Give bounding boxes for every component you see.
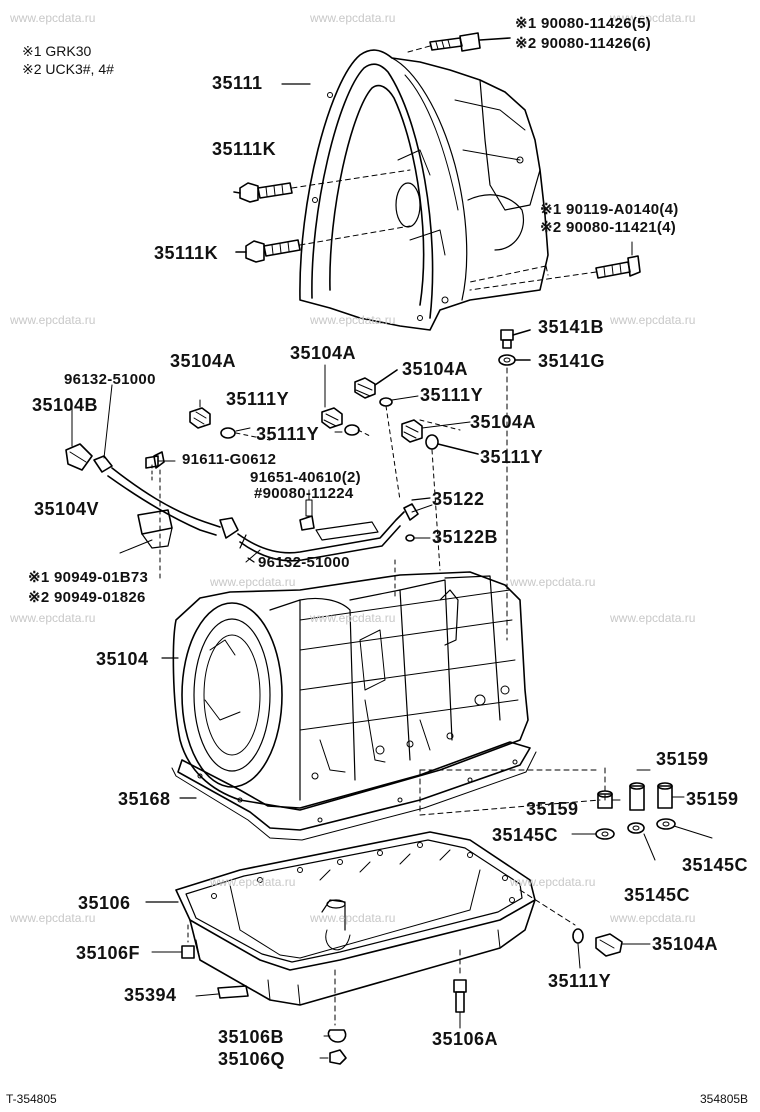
transmission-case-drawing: [172, 571, 529, 811]
part-label[interactable]: 35111Y: [548, 971, 612, 991]
part-label[interactable]: 35111: [212, 73, 263, 93]
part-label[interactable]: 35145C: [682, 855, 749, 875]
bolt-note: ※2 90949-01826: [28, 589, 146, 606]
part-label[interactable]: 35168: [118, 789, 171, 809]
watermark: www.epcdata.ru: [10, 911, 96, 925]
part-label[interactable]: 91611-G0612: [182, 451, 277, 468]
part-label[interactable]: 35104A: [290, 343, 357, 363]
part-label[interactable]: 35122: [432, 489, 485, 509]
watermark: www.epcdata.ru: [210, 575, 296, 589]
figure-id-left: T-354805: [6, 1092, 57, 1106]
watermark: www.epcdata.ru: [310, 11, 396, 25]
part-label[interactable]: 35104V: [34, 499, 100, 519]
part-label[interactable]: 35111Y: [226, 389, 290, 409]
part-label[interactable]: 35104A: [470, 412, 537, 432]
part-label[interactable]: 35111Y: [420, 385, 484, 405]
watermark: www.epcdata.ru: [610, 611, 696, 625]
part-label[interactable]: 35111K: [212, 139, 277, 159]
part-label[interactable]: 35145C: [492, 825, 559, 845]
top-bolt-drawing: [407, 32, 511, 53]
bolt-note: ※1 90949-01B73: [28, 569, 149, 586]
plugs-and-orings-drawing: [189, 364, 479, 571]
accumulator-parts-drawing: [571, 769, 713, 861]
part-label[interactable]: 35106B: [218, 1027, 285, 1047]
watermark: www.epcdata.ru: [610, 313, 696, 327]
legend-row: ※2 UCK3#, 4#: [22, 62, 114, 76]
part-label[interactable]: 35111Y: [256, 424, 320, 444]
legend-row: ※1 GRK30: [22, 44, 91, 58]
part-label[interactable]: 35111Y: [480, 447, 544, 467]
part-label[interactable]: 35106A: [432, 1029, 499, 1049]
leader-lines: [145, 83, 431, 903]
breather-plug-drawing: [498, 329, 531, 641]
watermark: www.epcdata.ru: [210, 875, 296, 889]
legend-mark: ※2: [22, 61, 42, 77]
part-label[interactable]: 35104B: [32, 395, 99, 415]
bolt-note: ※1 90119-A0140(4): [540, 201, 679, 218]
part-label[interactable]: 35106F: [76, 943, 141, 963]
cooler-pipe-drawing: [65, 384, 433, 601]
part-label[interactable]: 35104: [96, 649, 149, 669]
part-label[interactable]: 35122B: [432, 527, 499, 547]
part-label[interactable]: 91651-40610(2): [250, 469, 361, 486]
part-label[interactable]: #90080-11224: [254, 485, 354, 502]
watermark: www.epcdata.ru: [310, 313, 396, 327]
part-label[interactable]: 96132-51000: [258, 554, 350, 571]
watermark: www.epcdata.ru: [10, 611, 96, 625]
part-label[interactable]: 35106: [78, 893, 131, 913]
part-label[interactable]: 35159: [686, 789, 739, 809]
part-label[interactable]: 35159: [656, 749, 709, 769]
watermark: www.epcdata.ru: [310, 911, 396, 925]
part-label[interactable]: 35141G: [538, 351, 606, 371]
part-label[interactable]: 35111K: [154, 243, 219, 263]
part-label[interactable]: 35104A: [652, 934, 719, 954]
oil-pan-drawing: [175, 831, 576, 1026]
bolt-note: ※2 90080-11421(4): [540, 219, 677, 236]
pan-gasket-drawing: [171, 741, 606, 841]
legend-text: UCK3#, 4#: [45, 61, 114, 77]
part-label[interactable]: 35106Q: [218, 1049, 286, 1069]
bell-housing-drawing: [299, 49, 549, 331]
figure-id-right: 354805B: [700, 1092, 749, 1106]
part-label[interactable]: 96132-51000: [64, 371, 156, 388]
part-label[interactable]: 35104A: [170, 351, 237, 371]
watermark: www.epcdata.ru: [310, 611, 396, 625]
part-label[interactable]: 35145C: [624, 885, 691, 905]
legend-text: GRK30: [45, 43, 92, 59]
watermark: www.epcdata.ru: [510, 575, 596, 589]
part-label[interactable]: 35104A: [402, 359, 469, 379]
watermark: www.epcdata.ru: [510, 875, 596, 889]
part-label[interactable]: 35394: [124, 985, 177, 1005]
watermark: www.epcdata.ru: [10, 313, 96, 327]
pan-small-parts-drawing: [151, 928, 651, 1065]
bolt-note: ※1 90080-11426(5): [515, 15, 652, 32]
part-label[interactable]: 35141B: [538, 317, 605, 337]
bolt-note: ※2 90080-11426(6): [515, 35, 652, 52]
watermark: www.epcdata.ru: [610, 911, 696, 925]
watermark: www.epcdata.ru: [10, 11, 96, 25]
watermark: www.epcdata.ru: [610, 11, 696, 25]
part-label[interactable]: 35159: [526, 799, 579, 819]
legend-mark: ※1: [22, 43, 42, 59]
housing-bolts-drawing: [233, 169, 641, 291]
